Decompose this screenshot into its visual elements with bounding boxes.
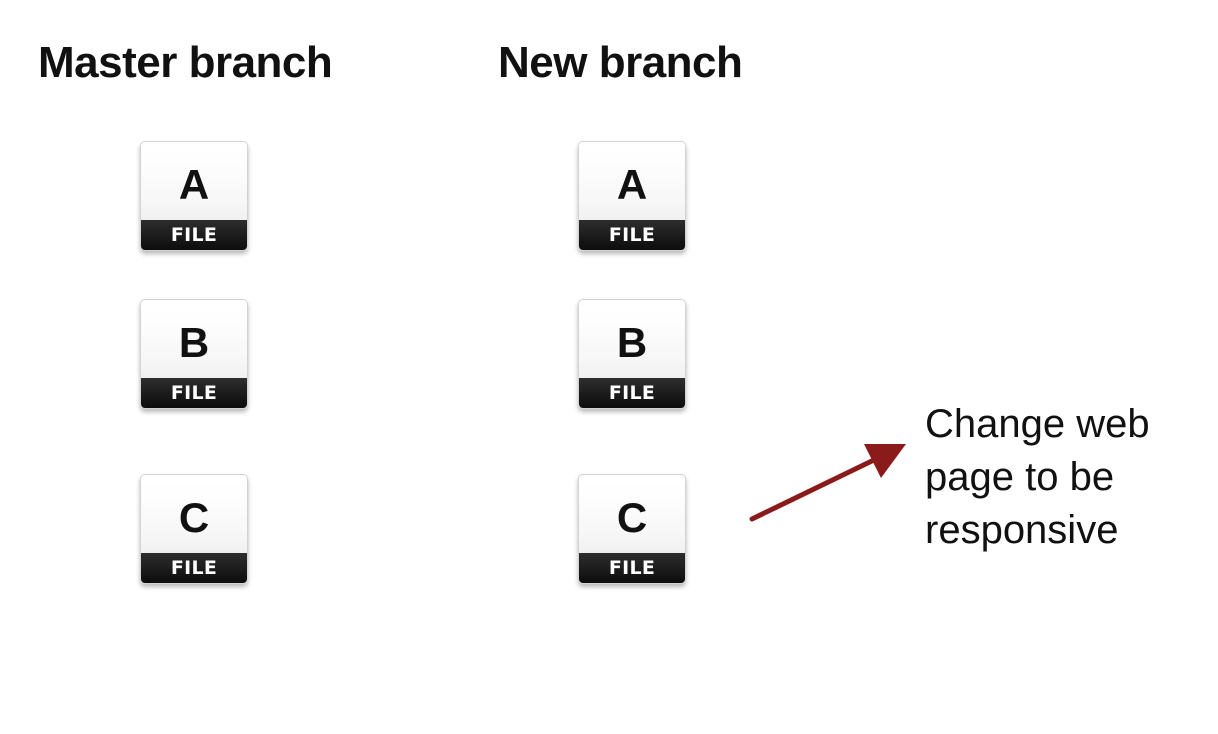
file-letter: B <box>178 319 210 366</box>
file-label: FILE <box>579 220 685 250</box>
annotation-text: Change web page to be responsive <box>925 398 1205 557</box>
new-file-c-icon: C FILE <box>578 474 686 584</box>
file-label: FILE <box>141 553 247 583</box>
file-letter: B <box>616 319 648 366</box>
file-letter: C <box>178 494 210 541</box>
master-file-c-icon: C FILE <box>140 474 248 584</box>
master-file-b-icon: B FILE <box>140 299 248 409</box>
new-file-b-icon: B FILE <box>578 299 686 409</box>
file-letter: C <box>616 494 648 541</box>
new-file-a-icon: A FILE <box>578 141 686 251</box>
annotation-line: responsive <box>925 508 1119 552</box>
file-label: FILE <box>579 553 685 583</box>
annotation-line: Change web <box>925 402 1150 446</box>
file-letter: A <box>616 161 648 208</box>
new-branch-title: New branch <box>498 38 743 87</box>
file-label: FILE <box>141 378 247 408</box>
annotation-line: page to be <box>925 455 1115 499</box>
master-file-a-icon: A FILE <box>140 141 248 251</box>
master-branch-title: Master branch <box>38 38 333 87</box>
arrow-shaft <box>749 455 881 522</box>
file-label: FILE <box>141 220 247 250</box>
file-letter: A <box>178 161 210 208</box>
file-label: FILE <box>579 378 685 408</box>
arrow-head-icon <box>864 444 906 478</box>
